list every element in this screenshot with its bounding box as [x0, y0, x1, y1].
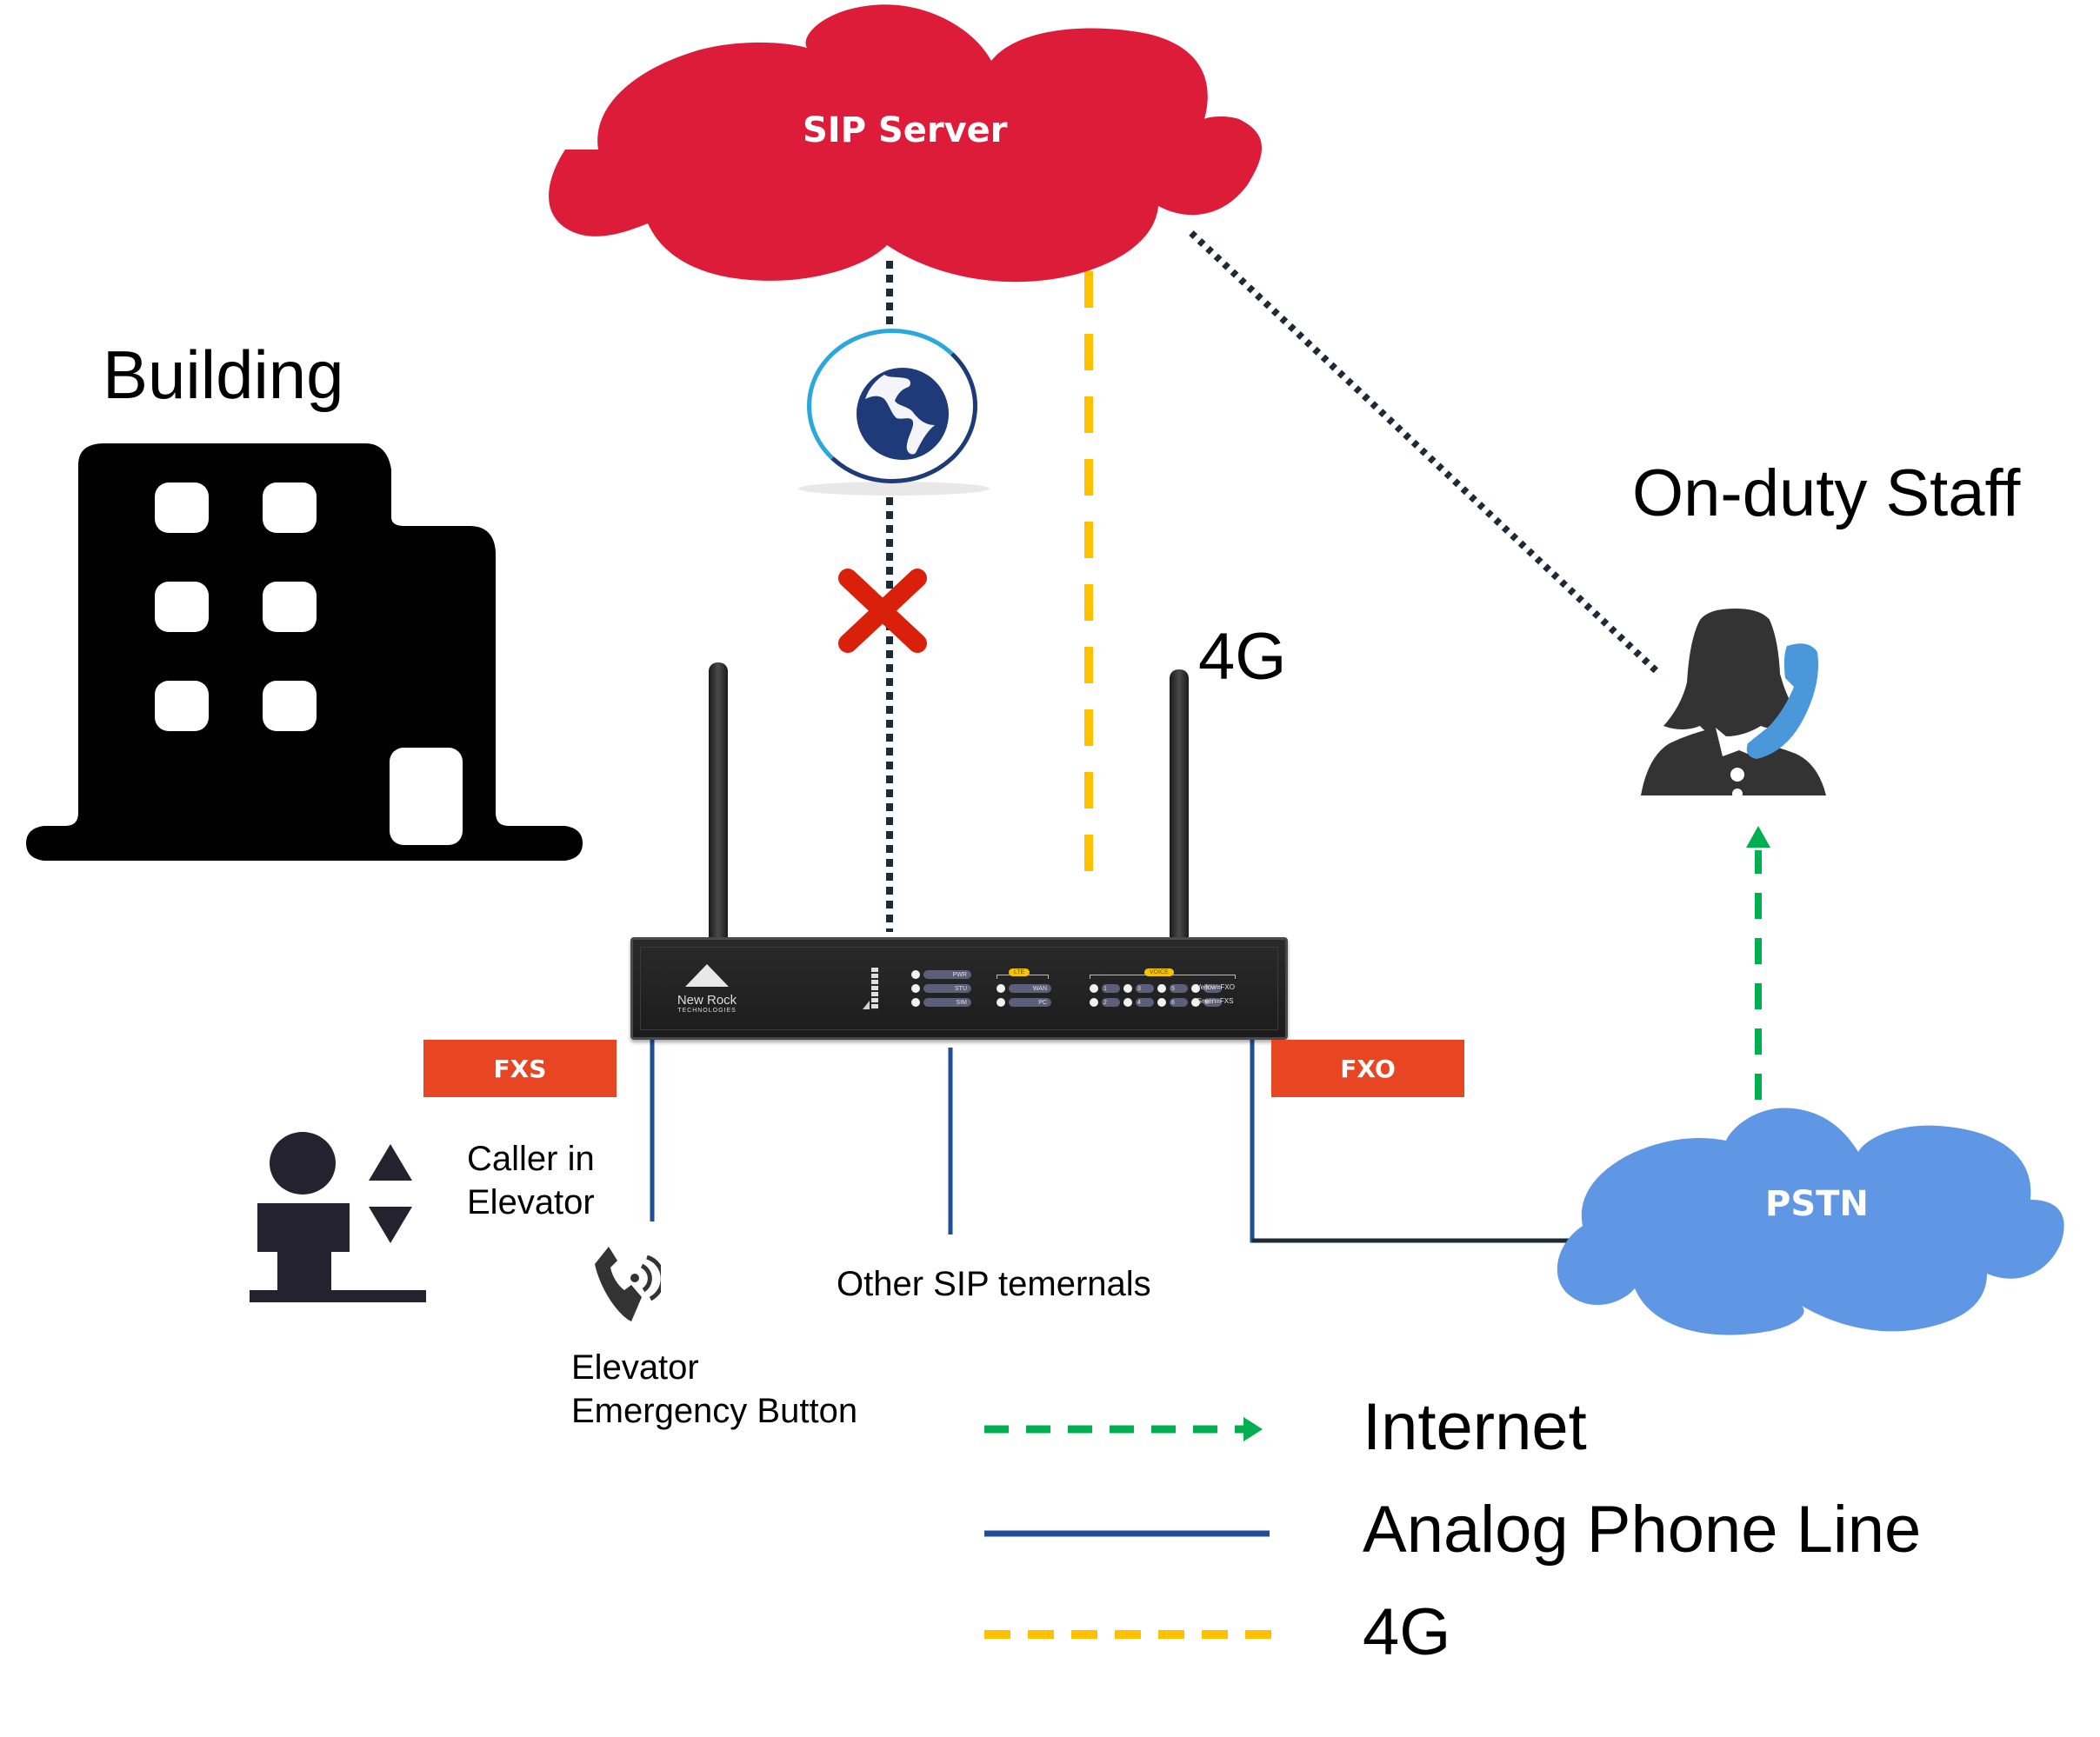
left-antenna — [709, 662, 728, 939]
legend-label-4g: 4G — [1363, 1595, 1451, 1669]
voice-leds-row-1: 1 3 5 7 — [1090, 983, 1222, 994]
signal-strength-indicator — [863, 968, 878, 1009]
fxo-port-tag: FXO — [1271, 1040, 1464, 1097]
emergency-button-label: Elevator Emergency Button — [571, 1346, 857, 1433]
router-brand-sub: TECHNOLOGIES — [677, 1008, 737, 1014]
caller-label-line-1: Caller in — [467, 1140, 595, 1178]
internet-arrowhead — [1746, 826, 1770, 848]
legend-item-analog — [983, 1525, 1278, 1542]
building-label: Building — [103, 336, 344, 413]
on-duty-staff-icon — [1641, 609, 1826, 799]
led-stu: STU — [911, 983, 971, 994]
fxs-port-tag: FXS — [423, 1040, 617, 1097]
lte-group-tag: LTE — [1009, 968, 1030, 976]
led-pc: PC — [997, 997, 1051, 1008]
globe-icon — [857, 368, 949, 460]
led-sim: SIM — [911, 997, 971, 1008]
emergency-label-line-2: Emergency Button — [571, 1392, 858, 1430]
legend-label-analog: Analog Phone Line — [1363, 1493, 1922, 1567]
pstn-cloud — [1557, 1108, 2064, 1335]
voice-group-tag: VOICE — [1144, 968, 1174, 976]
elevator-caller-icon — [250, 1132, 426, 1302]
voice-row2-note: Green=FXS — [1197, 997, 1234, 1005]
router-brand: New Rock TECHNOLOGIES — [668, 964, 746, 1014]
sip-server-cloud — [549, 4, 1263, 283]
legend: Internet Analog Phone Line 4G — [983, 1382, 2070, 1678]
legend-swatch-analog — [984, 1530, 1270, 1537]
pstn-label: PSTN — [1765, 1184, 1869, 1224]
caller-label-line-2: Elevator — [467, 1183, 595, 1221]
on-duty-staff-label: On-duty Staff — [1632, 456, 2021, 530]
legend-swatch-4g — [984, 1630, 1275, 1639]
other-sip-terminals-label: Other SIP temernals — [837, 1265, 1151, 1303]
legend-item-internet — [983, 1408, 1278, 1452]
voice-leds-row-2: 2 4 6 8 — [1090, 997, 1222, 1008]
led-pwr: PWR — [911, 969, 971, 980]
sip-server-label: SIP Server — [803, 110, 1008, 150]
legend-label-internet: Internet — [1363, 1390, 1587, 1464]
emergency-phone-icon — [595, 1247, 661, 1321]
internet-globe — [798, 329, 990, 511]
four-g-antenna-label: 4G — [1198, 620, 1287, 694]
sip-to-staff-link — [1189, 230, 1659, 674]
new-rock-logo-icon — [685, 964, 729, 987]
building-icon — [26, 443, 583, 861]
voice-row1-note: Yellow=FXO — [1197, 983, 1235, 991]
caller-in-elevator-label: Caller in Elevator — [467, 1137, 595, 1224]
legend-swatch-internet — [984, 1417, 1263, 1441]
router-gateway: New Rock TECHNOLOGIES PWR STU SIM LTE WA… — [630, 937, 1288, 1040]
led-wan: WAN — [997, 983, 1051, 994]
legend-item-4g — [983, 1626, 1278, 1643]
blocked-x-icon — [838, 569, 927, 653]
emergency-label-line-1: Elevator — [571, 1348, 699, 1387]
right-antenna — [1170, 669, 1189, 939]
router-brand-name: New Rock — [677, 993, 737, 1008]
